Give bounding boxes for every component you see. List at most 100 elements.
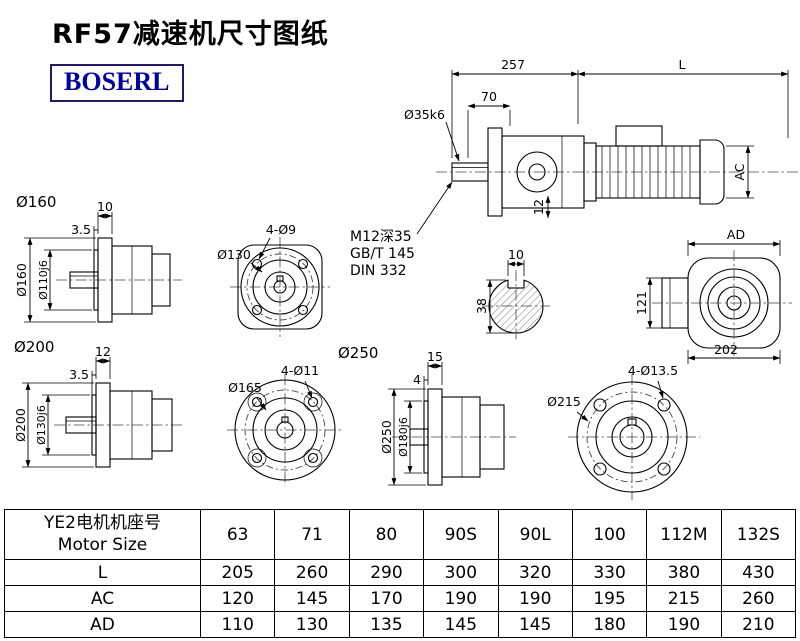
value-cell: 145: [423, 611, 499, 638]
table-row-AC: AC 120 145 170 190 190 195 215 260: [4, 585, 797, 612]
motor-end-view: AD 121 202: [634, 227, 792, 364]
label-flange200: Ø200: [14, 338, 54, 356]
value-cell: 330: [571, 559, 648, 586]
dim-200-12: 12: [95, 344, 111, 359]
gear-body2-250: [479, 404, 505, 470]
value-cell: 290: [348, 559, 425, 586]
face165-view: 4-Ø11 Ø165: [227, 363, 343, 486]
value-cell: 260: [720, 585, 797, 612]
flange-square-130: [237, 244, 323, 330]
motor-size-header-en: Motor Size: [57, 534, 148, 555]
dim-250-spigot: Ø180j6: [397, 417, 410, 457]
value-cell: 190: [423, 585, 499, 612]
dim-250-od: Ø250: [379, 420, 394, 454]
bolt-hole: [307, 452, 319, 464]
row-label-L: L: [4, 559, 201, 586]
value-cell: 320: [497, 559, 573, 586]
bolt-hole: [251, 304, 263, 316]
dim-250-15: 15: [427, 349, 443, 364]
dim-keyway-depth: 38: [474, 298, 489, 314]
bolt-hole: [657, 462, 671, 476]
dim-250-4: 4: [413, 372, 421, 387]
bolt-hole: [297, 258, 309, 270]
dim-70: 70: [481, 89, 497, 104]
bolt-hole: [593, 398, 607, 412]
note-m12: M12深35: [350, 229, 412, 245]
value-cell: 145: [274, 585, 350, 612]
gear-body2-200: [151, 398, 173, 452]
bolt-hole: [251, 258, 263, 270]
value-cell: 170: [348, 585, 425, 612]
value-cell: 210: [720, 611, 797, 638]
value-cell: 145: [497, 611, 573, 638]
value-cell: 130: [274, 611, 350, 638]
flange200-view: Ø200 12 3.5 Ø200 Ø130j6: [13, 338, 184, 468]
size-col-header: 90S: [423, 509, 499, 560]
size-col-header: 100: [571, 509, 648, 560]
keyway-215: [627, 418, 637, 426]
value-cell: 215: [646, 585, 722, 612]
dim-AC: AC: [732, 163, 747, 180]
dim-12: 12: [531, 199, 546, 215]
dim-200-3p5: 3.5: [69, 367, 89, 382]
size-col-header: 112M: [646, 509, 722, 560]
dim-257: 257: [501, 57, 525, 72]
size-col-header: 90L: [497, 509, 573, 560]
dim-160-10: 10: [97, 199, 113, 214]
bolt-hole: [657, 398, 671, 412]
shaft-section-view: 10 38: [474, 247, 550, 342]
value-cell: 430: [720, 559, 797, 586]
gear-body2-160: [151, 253, 171, 307]
value-cell: 190: [646, 611, 722, 638]
row-label-AD: AD: [4, 611, 201, 638]
dim-160-3p5: 3.5: [71, 222, 91, 237]
value-cell: 380: [646, 559, 722, 586]
dim-160-spigot: Ø110j6: [37, 260, 50, 300]
motor-fins: [601, 146, 691, 198]
flange250-view: Ø250 15 4 Ø250 Ø180j6: [338, 344, 516, 486]
label-flange250: Ø250: [338, 344, 378, 362]
note-gbt145: GB/T 145: [350, 246, 415, 262]
dim-130-holes: 4-Ø9: [266, 222, 296, 237]
dim-200-spigot: Ø130j6: [35, 405, 48, 445]
dim-160-od: Ø160: [14, 263, 29, 297]
note-din332: DIN 332: [350, 263, 407, 279]
value-cell: 260: [274, 559, 350, 586]
dim-AD: AD: [727, 227, 745, 242]
value-cell: 190: [497, 585, 573, 612]
fan-cover: [699, 139, 725, 205]
size-col-header: 132S: [720, 509, 797, 560]
bolt-hole: [593, 462, 607, 476]
value-cell: 120: [199, 585, 276, 612]
bolt-hole: [297, 304, 309, 316]
bolt-hole: [307, 396, 319, 408]
page-title: RF57减速机尺寸图纸: [52, 19, 329, 50]
dim-121: 121: [634, 291, 649, 315]
size-col-header: 80: [348, 509, 425, 560]
dim-shaft-dia: Ø35k6: [404, 107, 445, 122]
motor-size-header-cn: YE2电机机座号: [44, 513, 161, 534]
row-label-AC: AC: [4, 585, 201, 612]
value-cell: 135: [348, 611, 425, 638]
dim-215-dia: Ø215: [547, 394, 581, 409]
flange160-view: Ø160 10 3.5 Ø160 Ø110j6: [14, 193, 182, 323]
value-cell: 180: [571, 611, 648, 638]
face215-view: 4-Ø13.5 Ø215: [547, 363, 700, 500]
face130-view: 4-Ø9 Ø130: [217, 222, 330, 337]
dim-165-dia: Ø165: [228, 380, 262, 395]
keyway-130: [276, 275, 284, 282]
bolt-hole: [251, 452, 263, 464]
dim-165-holes: 4-Ø11: [281, 363, 319, 378]
size-col-header: 71: [274, 509, 350, 560]
main-assembly-view: 257 L 70 Ø35k6 AC 12 M12深35 GB/T 145 DIN…: [350, 57, 798, 279]
keyway-165: [281, 416, 289, 423]
value-cell: 110: [199, 611, 276, 638]
table-header-row: YE2电机机座号 Motor Size 63 71 80 90S 90L 100…: [4, 509, 797, 560]
motor-dimension-table: YE2电机机座号 Motor Size 63 71 80 90S 90L 100…: [4, 509, 797, 638]
label-flange160: Ø160: [16, 193, 56, 211]
technical-drawing: 257 L 70 Ø35k6 AC 12 M12深35 GB/T 145 DIN…: [13, 57, 798, 500]
dim-keyway-width: 10: [508, 247, 524, 262]
motor-size-header-cell: YE2电机机座号 Motor Size: [4, 509, 201, 560]
bolt-hole: [251, 396, 263, 408]
